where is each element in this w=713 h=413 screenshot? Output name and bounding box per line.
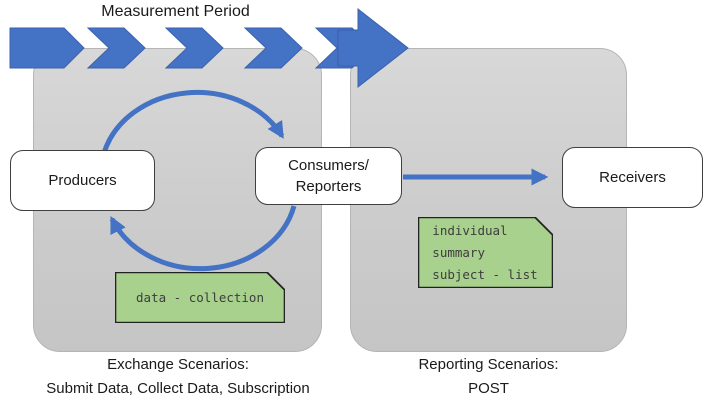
exchange-caption: Exchange Scenarios: Submit Data, Collect… bbox=[28, 356, 328, 397]
timeline-chevron-3 bbox=[243, 27, 303, 69]
timeline-arrow-band bbox=[9, 7, 409, 89]
consumers-label-line2: Reporters bbox=[295, 178, 362, 195]
report-type-summary: summary bbox=[432, 244, 485, 260]
timeline-chevron-2 bbox=[164, 27, 224, 69]
report-types-note: individual summary subject - list bbox=[418, 217, 553, 288]
cycle-arrow-top bbox=[101, 89, 285, 154]
reporting-caption-detail: POST bbox=[468, 380, 509, 397]
reporting-caption: Reporting Scenarios: POST bbox=[350, 356, 627, 397]
receivers-node: Receivers bbox=[562, 147, 703, 208]
measurement-period-title: Measurement Period bbox=[101, 3, 250, 20]
report-type-subject-list: subject - list bbox=[432, 266, 538, 282]
timeline-start-arrow bbox=[9, 27, 85, 69]
cycle-arrow-bottom bbox=[109, 205, 297, 272]
exchange-caption-detail: Submit Data, Collect Data, Subscription bbox=[46, 380, 310, 397]
reporting-caption-title: Reporting Scenarios: bbox=[418, 356, 559, 373]
data-collection-note: data - collection bbox=[115, 272, 285, 323]
consumers-node: Consumers/ Reporters bbox=[255, 147, 402, 205]
timeline-chevron-1 bbox=[86, 27, 146, 69]
exchange-caption-title: Exchange Scenarios: bbox=[107, 356, 249, 373]
report-type-individual: individual bbox=[432, 222, 508, 238]
timeline-end-arrow bbox=[337, 7, 409, 89]
producers-node: Producers bbox=[10, 150, 155, 211]
producers-label: Producers bbox=[48, 172, 117, 189]
data-collection-note-label: data - collection bbox=[136, 290, 264, 305]
receivers-label: Receivers bbox=[599, 169, 666, 186]
consumers-label-line1: Consumers/ bbox=[288, 157, 369, 174]
